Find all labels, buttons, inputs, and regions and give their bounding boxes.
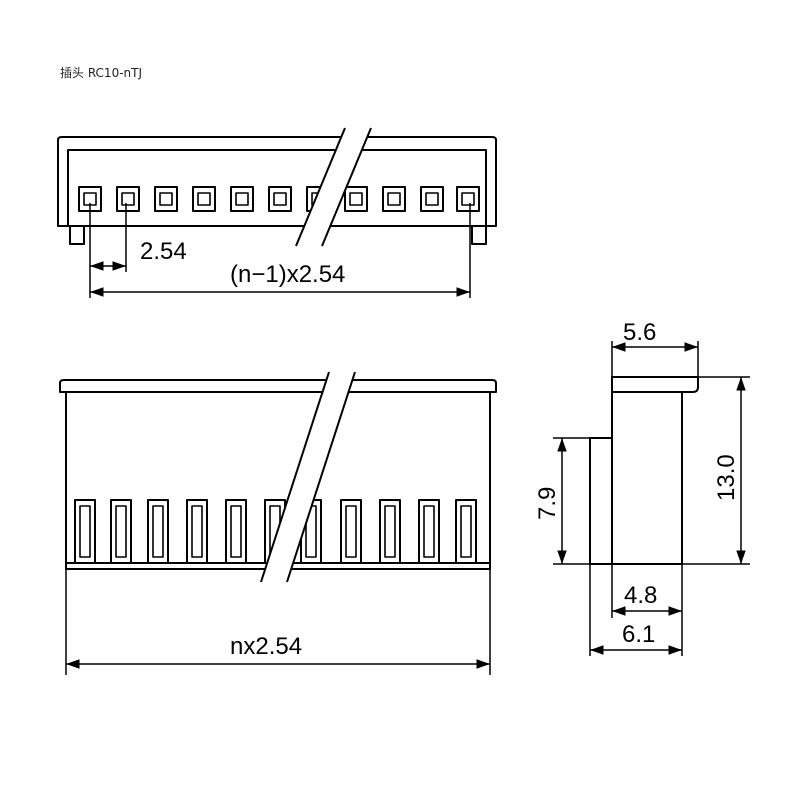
contact-window — [147, 499, 169, 564]
contact-window — [225, 499, 247, 564]
front-view-break — [260, 371, 356, 583]
side-view-protrusion — [589, 437, 613, 565]
contact-cavity — [420, 186, 444, 212]
contact-cavity — [268, 186, 292, 212]
contact-window — [455, 499, 477, 564]
side-view-body — [611, 391, 683, 565]
top-width-label: 5.6 — [623, 319, 656, 346]
side-view — [589, 376, 699, 565]
total-length-dimension — [65, 569, 491, 675]
top-view-housing-inner — [67, 149, 487, 226]
contact-cavity — [192, 186, 216, 212]
height-label: 13.0 — [713, 454, 740, 501]
drawing-title: 插头 RC10-nTJ — [60, 66, 143, 80]
contact-window — [74, 499, 96, 564]
contact-cavity — [230, 186, 254, 212]
contact-window — [110, 499, 132, 564]
contact-window — [418, 499, 440, 564]
contact-cavity — [456, 186, 480, 212]
body-height-label: 7.9 — [534, 487, 561, 520]
side-view-dimensions — [553, 341, 750, 656]
inner-depth-label: 4.8 — [624, 582, 657, 609]
contact-window — [340, 499, 362, 564]
contact-cavities-top — [78, 186, 480, 212]
front-view-flange — [59, 379, 497, 393]
pitch-dimension — [89, 203, 471, 298]
contact-window — [379, 499, 401, 564]
contact-windows-front — [74, 499, 477, 564]
contact-window — [186, 499, 208, 564]
contact-cavity — [154, 186, 178, 212]
span-label: (n−1)x2.54 — [230, 261, 345, 288]
contact-cavity — [344, 186, 368, 212]
total-length-label: nx2.54 — [230, 633, 302, 660]
total-depth-label: 6.1 — [622, 621, 655, 648]
contact-cavity — [116, 186, 140, 212]
top-view-housing-outer — [57, 136, 497, 227]
side-view-cap — [611, 376, 699, 393]
top-view — [57, 136, 497, 245]
pitch-label: 2.54 — [140, 238, 187, 265]
contact-cavity — [382, 186, 406, 212]
right-latch-tab — [471, 225, 487, 245]
top-view-break — [295, 127, 372, 247]
left-latch-tab — [69, 225, 85, 245]
front-view — [59, 379, 497, 570]
